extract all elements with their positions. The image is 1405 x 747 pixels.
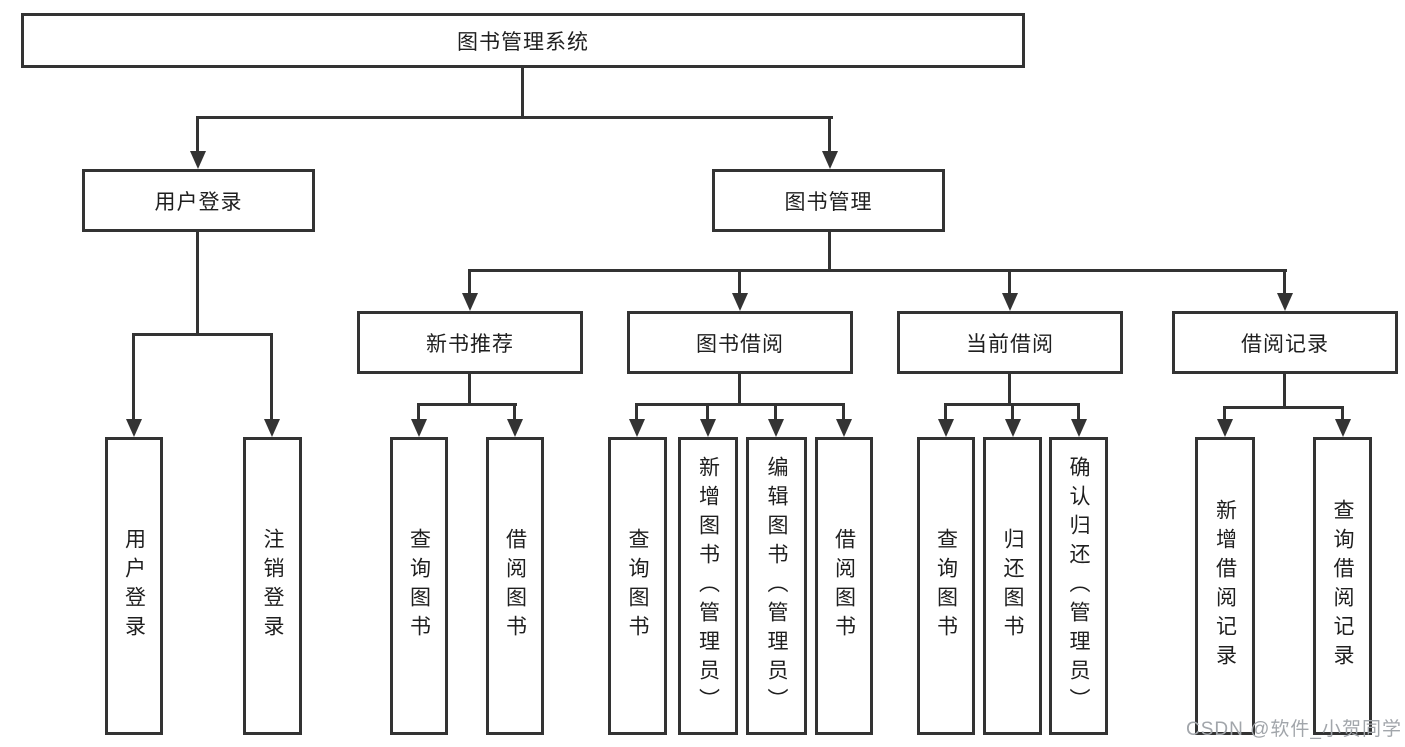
- connector-line: [635, 403, 845, 406]
- leaf-recommend-borrow-books-label: 借阅图书: [503, 528, 527, 644]
- leaf-confirm-return-admin-label: 确认归还（管理员）: [1067, 455, 1090, 717]
- leaf-recommend-query-books: 查询图书: [390, 437, 448, 735]
- arrowhead: [822, 151, 838, 169]
- connector-line: [468, 269, 1287, 272]
- connector-line: [1341, 408, 1344, 421]
- leaf-return-books-label: 归还图书: [1001, 528, 1024, 644]
- leaf-add-borrow-record-label: 新增借阅记录: [1213, 499, 1237, 673]
- connector-line: [132, 333, 273, 336]
- arrowhead: [264, 419, 280, 437]
- connector-line: [196, 118, 199, 153]
- leaf-current-query-books: 查询图书: [917, 437, 975, 735]
- node-current-borrow-label: 当前借阅: [966, 332, 1054, 356]
- connector-line: [635, 405, 638, 421]
- leaf-user-login-label: 用户登录: [122, 528, 146, 644]
- leaf-logout: 注销登录: [243, 437, 302, 735]
- leaf-user-login: 用户登录: [105, 437, 163, 735]
- leaf-add-books-admin: 新增图书（管理员）: [678, 437, 738, 735]
- connector-line: [468, 271, 471, 295]
- node-user-login: 用户登录: [82, 169, 315, 232]
- node-book-borrow: 图书借阅: [627, 311, 853, 374]
- leaf-add-borrow-record: 新增借阅记录: [1195, 437, 1255, 735]
- node-root-label: 图书管理系统: [457, 30, 589, 54]
- leaf-confirm-return-admin: 确认归还（管理员）: [1049, 437, 1108, 735]
- arrowhead: [411, 419, 427, 437]
- connector-line: [828, 118, 831, 153]
- connector-line: [828, 232, 831, 271]
- connector-line: [270, 335, 273, 421]
- connector-line: [706, 405, 709, 421]
- arrowhead: [938, 419, 954, 437]
- arrowhead: [1217, 419, 1233, 437]
- arrowhead: [1335, 419, 1351, 437]
- connector-line: [1223, 406, 1344, 409]
- connector-line: [417, 403, 517, 406]
- arrowhead: [700, 419, 716, 437]
- leaf-query-borrow-record: 查询借阅记录: [1313, 437, 1372, 735]
- connector-line: [196, 116, 833, 119]
- node-current-borrow: 当前借阅: [897, 311, 1123, 374]
- leaf-recommend-borrow-books: 借阅图书: [486, 437, 544, 735]
- arrowhead: [1002, 293, 1018, 311]
- node-book-management-label: 图书管理: [784, 190, 873, 214]
- connector-line: [417, 405, 420, 421]
- node-book-borrow-label: 图书借阅: [696, 332, 784, 356]
- connector-line: [1011, 405, 1014, 421]
- connector-line: [738, 271, 741, 295]
- connector-line: [1008, 271, 1011, 295]
- node-new-book-recommend-label: 新书推荐: [426, 332, 514, 356]
- arrowhead: [732, 293, 748, 311]
- leaf-add-books-admin-label: 新增图书（管理员）: [696, 455, 720, 717]
- arrowhead: [768, 419, 784, 437]
- leaf-borrow-query-books-label: 查询图书: [626, 528, 649, 644]
- node-borrow-records-label: 借阅记录: [1241, 332, 1329, 356]
- connector-line: [1008, 374, 1011, 405]
- csdn-watermark: CSDN @软件_小贺同学: [1186, 719, 1402, 740]
- connector-line: [513, 405, 516, 421]
- connector-line: [1283, 374, 1286, 408]
- leaf-query-borrow-record-label: 查询借阅记录: [1331, 499, 1354, 673]
- node-user-login-label: 用户登录: [154, 190, 243, 214]
- arrowhead: [836, 419, 852, 437]
- leaf-logout-label: 注销登录: [261, 528, 284, 644]
- arrowhead: [1277, 293, 1293, 311]
- connector-line: [468, 374, 471, 405]
- connector-line: [944, 403, 1080, 406]
- leaf-borrow-books-label: 借阅图书: [832, 528, 856, 644]
- leaf-borrow-query-books: 查询图书: [608, 437, 667, 735]
- leaf-recommend-query-books-label: 查询图书: [407, 528, 431, 644]
- leaf-edit-books-admin: 编辑图书（管理员）: [746, 437, 807, 735]
- leaf-edit-books-admin-label: 编辑图书（管理员）: [765, 455, 788, 717]
- arrowhead: [1071, 419, 1087, 437]
- connector-line: [774, 405, 777, 421]
- arrowhead: [1005, 419, 1021, 437]
- arrowhead: [126, 419, 142, 437]
- arrowhead: [462, 293, 478, 311]
- arrowhead: [190, 151, 206, 169]
- node-new-book-recommend: 新书推荐: [357, 311, 583, 374]
- leaf-current-query-books-label: 查询图书: [934, 528, 958, 644]
- connector-line: [1077, 405, 1080, 421]
- node-book-management: 图书管理: [712, 169, 945, 232]
- node-root: 图书管理系统: [21, 13, 1025, 68]
- arrowhead: [629, 419, 645, 437]
- arrowhead: [507, 419, 523, 437]
- connector-line: [521, 68, 524, 118]
- connector-line: [738, 374, 741, 405]
- leaf-borrow-books: 借阅图书: [815, 437, 873, 735]
- connector-line: [1223, 408, 1226, 421]
- connector-line: [132, 335, 135, 421]
- connector-line: [196, 232, 199, 335]
- connector-line: [842, 405, 845, 421]
- connector-line: [944, 405, 947, 421]
- connector-line: [1283, 271, 1286, 295]
- node-borrow-records: 借阅记录: [1172, 311, 1398, 374]
- leaf-return-books: 归还图书: [983, 437, 1042, 735]
